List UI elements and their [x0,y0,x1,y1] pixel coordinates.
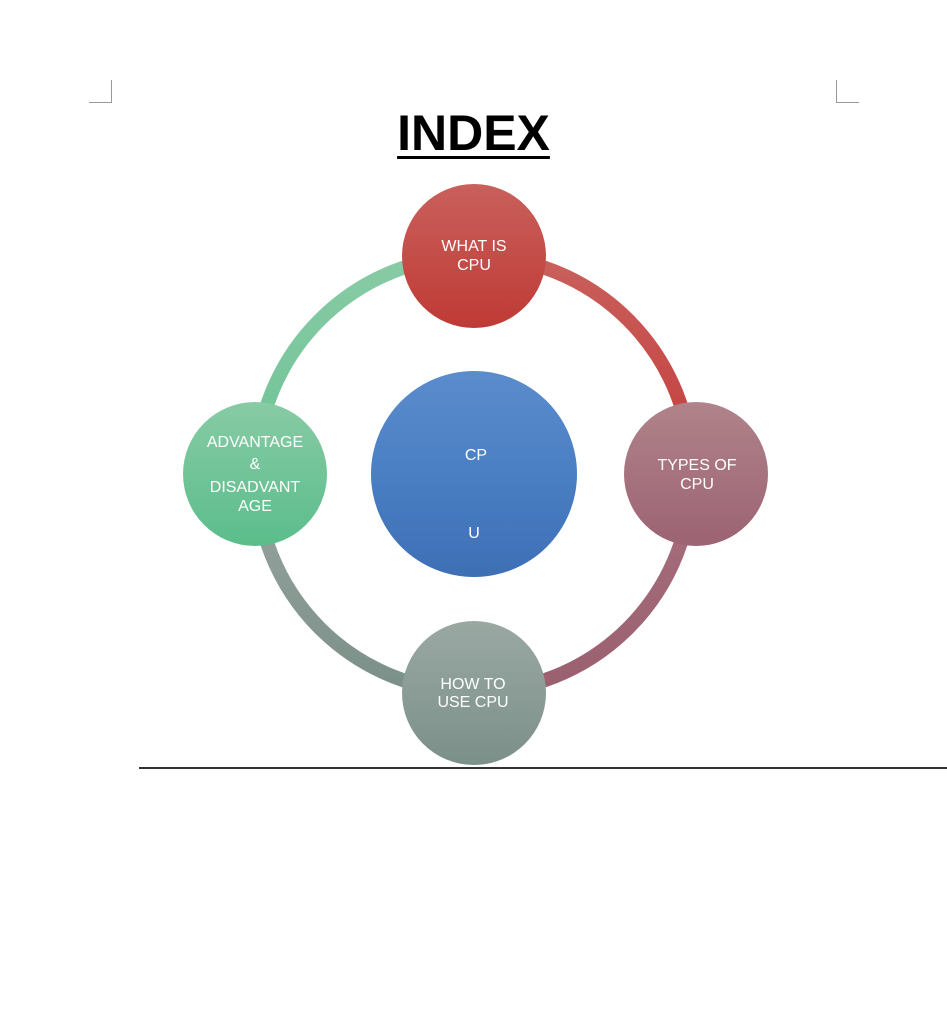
node-label-line: TYPES OF [657,457,736,474]
page-title: INDEX [0,104,947,162]
node-label-line: CPU [680,476,714,493]
node-label-line: AGE [238,498,272,515]
center-node-cpu: CP U [371,371,577,577]
node-label-line: CPU [457,257,491,274]
node-advantage-disadvantage: ADVANTAGE & DISADVANT AGE [183,402,327,546]
node-label-line: & [250,456,261,473]
node-label-line: USE CPU [437,694,508,711]
center-text-line-2: U [468,525,480,542]
node-label-line: HOW TO [440,676,505,693]
node-label-line: WHAT IS [441,238,506,255]
node-how-to-use-cpu: HOW TO USE CPU [402,621,546,765]
page-corner-mark-right [836,80,859,103]
center-text-line-1: CP [465,447,487,464]
horizontal-divider [139,767,947,769]
title-text: INDEX [397,105,550,161]
node-label-line: ADVANTAGE [207,434,303,451]
node-types-of-cpu: TYPES OF CPU [624,402,768,546]
page-corner-mark-left [89,80,112,103]
node-what-is-cpu: WHAT IS CPU [402,184,546,328]
node-label-line: DISADVANT [210,479,301,496]
